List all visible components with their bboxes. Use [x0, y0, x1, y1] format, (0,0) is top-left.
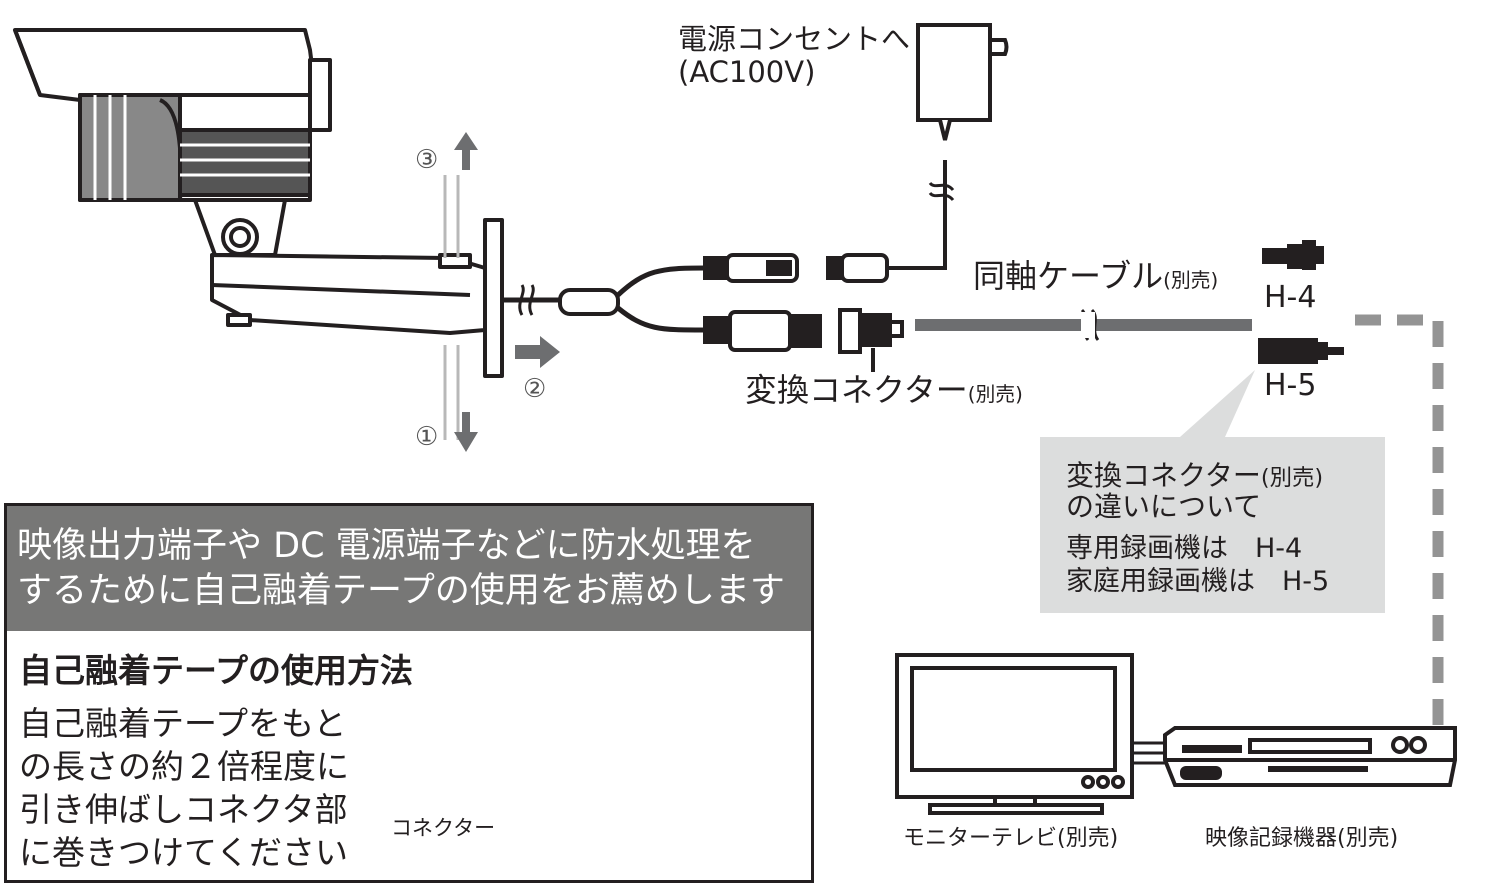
recorder-illustration: [1163, 726, 1457, 787]
adapter-connector-text: 変換コネクター: [745, 371, 968, 409]
monitor-tv-label: モニターテレビ(別売): [903, 826, 1119, 851]
howto-line: 引き伸ばしコネクタ部: [19, 790, 348, 829]
wall-cable-guides: [443, 175, 460, 440]
howto-line: の長さの約２倍程度に: [19, 747, 349, 786]
connector-note-box: 変換コネクター(別売) の違いについて 専用録画機は H-4 家庭用録画機は H…: [1040, 437, 1385, 613]
note-line-4: 家庭用録画機は H-5: [1066, 566, 1330, 597]
h5-connector-icon: [1258, 338, 1344, 364]
step3-label: ③: [415, 145, 439, 175]
tape-connector-label: コネクター: [391, 816, 496, 840]
tape-instruction-box: 映像出力端子や DC 電源端子などに防水処理を するために自己融着テープの使用を…: [4, 503, 814, 883]
dc-power-connector: [703, 160, 947, 283]
note-line-3: 専用録画機は H-4: [1066, 533, 1303, 564]
camera-cables: [502, 265, 706, 333]
note-line-2: の違いについて: [1066, 490, 1262, 523]
power-voltage-label: (AC100V): [678, 55, 816, 89]
step-arrows: [454, 132, 560, 452]
ac-adapter: [916, 23, 1009, 202]
howto-line: 自己融着テープをもと: [19, 704, 347, 743]
coax-cable-label: 同軸ケーブル(別売): [973, 260, 1218, 292]
av-cables: [1132, 741, 1165, 765]
recorder-label: 映像記録機器(別売): [1205, 826, 1399, 851]
howto-title: 自己融着テープの使用方法: [19, 651, 414, 690]
h4-label: H-4: [1264, 280, 1317, 315]
adapter-connector-label: 変換コネクター(別売): [745, 374, 1023, 406]
note-title-sub: (別売): [1260, 465, 1324, 491]
instruction-header-line-1: 映像出力端子や DC 電源端子などに防水処理を: [17, 526, 756, 566]
power-outlet-label: 電源コンセントへ: [678, 22, 911, 56]
callout-pointer: [1180, 370, 1255, 437]
adapter-connector-note: (別売): [967, 383, 1023, 406]
h5-label: H-5: [1264, 368, 1317, 403]
step2-label: ②: [523, 374, 547, 404]
note-line-1: 変換コネクター(別売): [1066, 462, 1323, 490]
h4-connector-icon: [1262, 240, 1324, 270]
instruction-header: 映像出力端子や DC 電源端子などに防水処理を するために自己融着テープの使用を…: [7, 506, 811, 631]
coax-cable-note: (別売): [1163, 269, 1219, 292]
step1-label: ①: [415, 422, 439, 452]
howto-line: に巻きつけてください: [19, 833, 349, 872]
bnc-video-connector: [703, 308, 904, 372]
recorder-cable-dashed: [1355, 314, 1444, 725]
coax-cable-text: 同軸ケーブル: [973, 257, 1164, 295]
camera-illustration: [13, 28, 504, 378]
coax-cable: [915, 308, 1252, 341]
instruction-header-line-2: するために自己融着テープの使用をお薦めします: [17, 571, 785, 611]
note-title-text: 変換コネクター: [1066, 459, 1261, 492]
monitor-tv-illustration: [895, 653, 1134, 815]
